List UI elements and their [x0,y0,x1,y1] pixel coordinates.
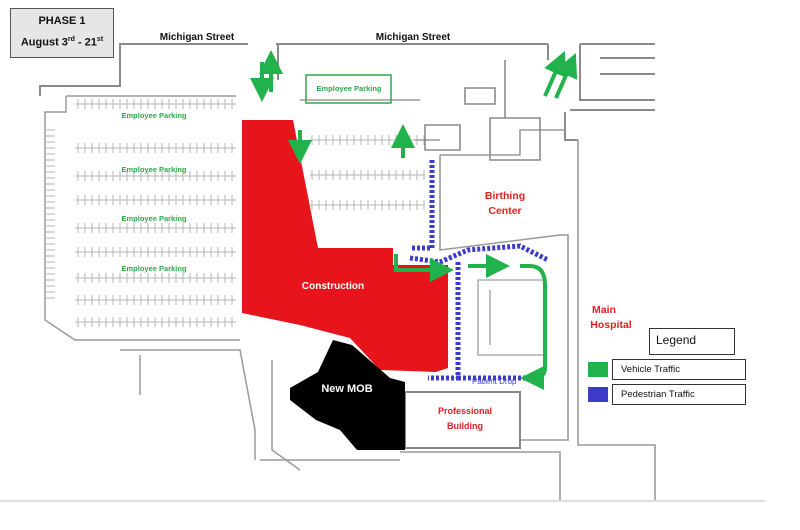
vehicle-traffic-swatch [588,362,608,377]
legend-title: Legend [649,328,735,355]
main-hospital-label-1: Main [592,304,616,316]
pedestrian-traffic-swatch [588,387,608,402]
street-curbs [39,43,655,141]
professional-building-label-1: Professional [438,406,492,416]
parking-label-row-3: Employee Parking [121,214,186,223]
birthing-center-label-1: Birthing [485,190,525,202]
phase-title: PHASE 1 [38,15,86,27]
professional-building-label-2: Building [447,421,483,431]
street-label-left: Michigan Street [160,32,235,43]
birthing-center-label-2: Center [488,205,521,217]
parking-label-top: Employee Parking [316,84,381,93]
construction-label: Construction [302,281,364,292]
construction-zone [242,120,448,372]
main-hospital-label-2: Hospital [590,319,632,331]
parking-label-row-2: Employee Parking [121,165,186,174]
employee-parking-box [305,74,392,104]
parking-stalls [45,99,425,327]
parking-lot-outline [44,95,420,471]
patient-drop-label: Patient Drop [472,377,517,386]
phase-dates-end: - 21 [74,36,97,49]
phase-dates-start: August 3 [20,36,68,49]
phase-dates-sup2: st [96,36,104,43]
street-label-right: Michigan Street [376,32,451,43]
parking-label-row-1: Employee Parking [121,111,186,120]
phase-dates-sup1: rd [67,36,75,43]
legend-pedestrian-traffic: Pedestrian Traffic [612,384,746,405]
legend-vehicle-traffic: Vehicle Traffic [612,359,746,380]
vehicle-traffic [250,50,578,390]
phase-box: PHASE 1 August 3rd - 21st [10,8,114,58]
new-mob-building [290,340,405,450]
new-mob-label: New MOB [321,383,372,395]
phase-dates: August 3rd - 21st [11,36,113,49]
parking-label-row-4: Employee Parking [121,264,186,273]
